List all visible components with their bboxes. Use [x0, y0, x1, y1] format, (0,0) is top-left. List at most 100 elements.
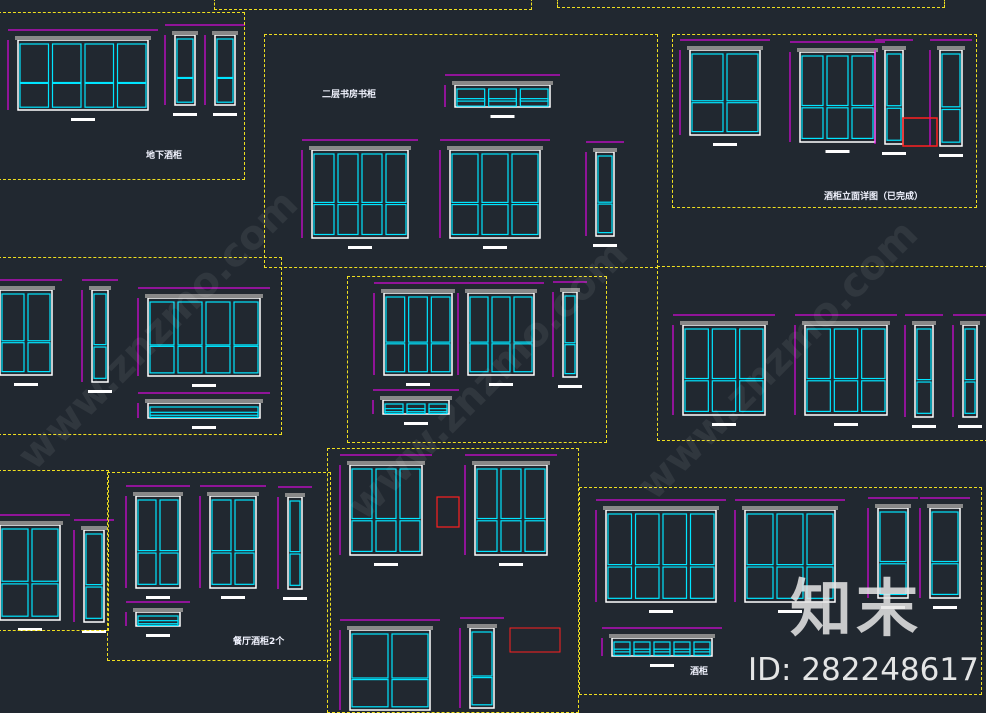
- title-dining-cabinet: 餐厅酒柜2个: [233, 637, 285, 647]
- cabinet-crown: [347, 461, 425, 465]
- cabinet-glass-door: [886, 53, 902, 107]
- cabinet-glass-door: [806, 513, 834, 566]
- cabinet-lower-door: [408, 343, 428, 373]
- cabinet-lower-door: [776, 566, 804, 599]
- cabinet-glass-door: [385, 296, 406, 343]
- cabinet-crown: [680, 321, 768, 325]
- cabinet-lower-door: [488, 98, 517, 107]
- cabinet-glass-door: [511, 153, 539, 204]
- cabinet-lower-door: [662, 566, 688, 599]
- cabinet-lower-door: [607, 566, 633, 599]
- cabinet-crown: [927, 504, 963, 508]
- cabinet-lower-door: [149, 411, 259, 418]
- scale-bar: [649, 610, 673, 613]
- cabinet-glass-door: [211, 499, 232, 552]
- cabinet-lower-door: [886, 107, 902, 141]
- cabinet-crown: [687, 46, 763, 50]
- cabinet-glass-door: [488, 88, 517, 102]
- scale-bar: [14, 383, 38, 386]
- cabinet-glass-door: [597, 155, 613, 203]
- cabinet-lower-door: [524, 520, 546, 552]
- drawing-frame-left-bottom: [0, 470, 109, 631]
- cabinet-glass-door: [289, 500, 301, 553]
- cabinet-crown: [133, 608, 183, 612]
- cabinet-glass-door: [406, 403, 426, 413]
- cabinet-glass-door: [430, 296, 451, 343]
- cabinet-crown: [875, 504, 911, 508]
- cabinet-lower-door: [613, 648, 631, 656]
- cabinet-lower-door: [27, 342, 51, 373]
- title-study-bookcase: 二层书房书柜: [322, 90, 377, 100]
- cabinet-lower-door: [500, 520, 522, 552]
- cabinet-glass-door: [833, 328, 859, 380]
- scale-bar: [490, 115, 515, 118]
- cabinet-lower-door: [211, 552, 232, 585]
- cabinet-lower-door: [176, 77, 194, 103]
- highlight-box: [902, 117, 938, 147]
- scale-bar: [593, 244, 617, 247]
- cabinet-lower-door: [684, 380, 709, 412]
- cabinet-crown: [960, 321, 980, 325]
- cabinet-lower-door: [833, 380, 859, 412]
- cabinet-crown: [0, 286, 55, 290]
- cabinet-lower-door: [149, 345, 175, 374]
- scale-bar: [82, 630, 106, 633]
- id-label: ID: 282248617: [748, 652, 979, 688]
- cabinet-lower-door: [916, 381, 932, 414]
- scale-bar: [192, 426, 216, 429]
- cabinet-glass-door: [216, 38, 234, 79]
- cabinet-crown: [89, 286, 111, 290]
- drawing-frame-study: [264, 34, 658, 268]
- cabinet-glass-door: [385, 153, 407, 204]
- cabinet-lower-door: [391, 678, 429, 708]
- scale-bar: [406, 383, 430, 386]
- cabinet-glass-door: [524, 468, 546, 520]
- cabinet-lower-door: [481, 203, 509, 236]
- cabinet-lower-door: [491, 343, 511, 373]
- scale-bar: [933, 606, 957, 609]
- cabinet-glass-door: [662, 513, 688, 566]
- cabinet-lower-door: [19, 82, 50, 108]
- scale-bar: [712, 423, 736, 426]
- cabinet-glass-door: [391, 633, 429, 679]
- cabinet-crown: [145, 294, 263, 298]
- cabinet-glass-door: [689, 513, 715, 566]
- cabinet-lower-door: [511, 203, 539, 236]
- cabinet-crown: [603, 506, 719, 510]
- cabinet-lower-door: [564, 344, 576, 375]
- cabinet-lower-door: [471, 676, 493, 706]
- scale-bar: [404, 422, 428, 425]
- cabinet-lower-door: [116, 82, 147, 108]
- cabinet-lower-door: [746, 566, 774, 599]
- cabinet-glass-door: [149, 301, 175, 346]
- cabinet-lower-door: [385, 343, 406, 373]
- scale-bar: [558, 385, 582, 388]
- title-basement-cabinet: 地下酒柜: [146, 151, 183, 161]
- cabinet-crown: [882, 46, 906, 50]
- cabinet-crown: [467, 624, 497, 628]
- cabinet-glass-door: [673, 641, 691, 653]
- cabinet-lower-door: [941, 108, 961, 143]
- cabinet-crown: [15, 36, 151, 40]
- cabinet-glass-door: [84, 43, 115, 84]
- cabinet-lower-door: [406, 408, 426, 415]
- cabinet-crown: [912, 321, 936, 325]
- cabinet-glass-door: [361, 153, 383, 204]
- scale-bar: [374, 563, 398, 566]
- drawing-frame-top-2: [557, 0, 945, 8]
- cabinet-lower-door: [469, 343, 489, 373]
- cabinet-lower-door: [879, 563, 907, 595]
- cabinet-glass-door: [519, 88, 549, 102]
- cabinet-crown: [133, 492, 183, 496]
- cabinet-lower-door: [375, 520, 397, 552]
- cabinet-crown: [309, 146, 411, 150]
- scale-bar: [499, 563, 523, 566]
- cabinet-lower-door: [451, 203, 479, 236]
- cabinet-glass-door: [634, 513, 660, 566]
- cabinet-lower-door: [711, 380, 737, 412]
- cabinet-lower-door: [137, 620, 179, 627]
- cabinet-glass-door: [408, 296, 428, 343]
- cabinet-glass-door: [85, 533, 103, 586]
- cabinet-crown: [0, 521, 63, 525]
